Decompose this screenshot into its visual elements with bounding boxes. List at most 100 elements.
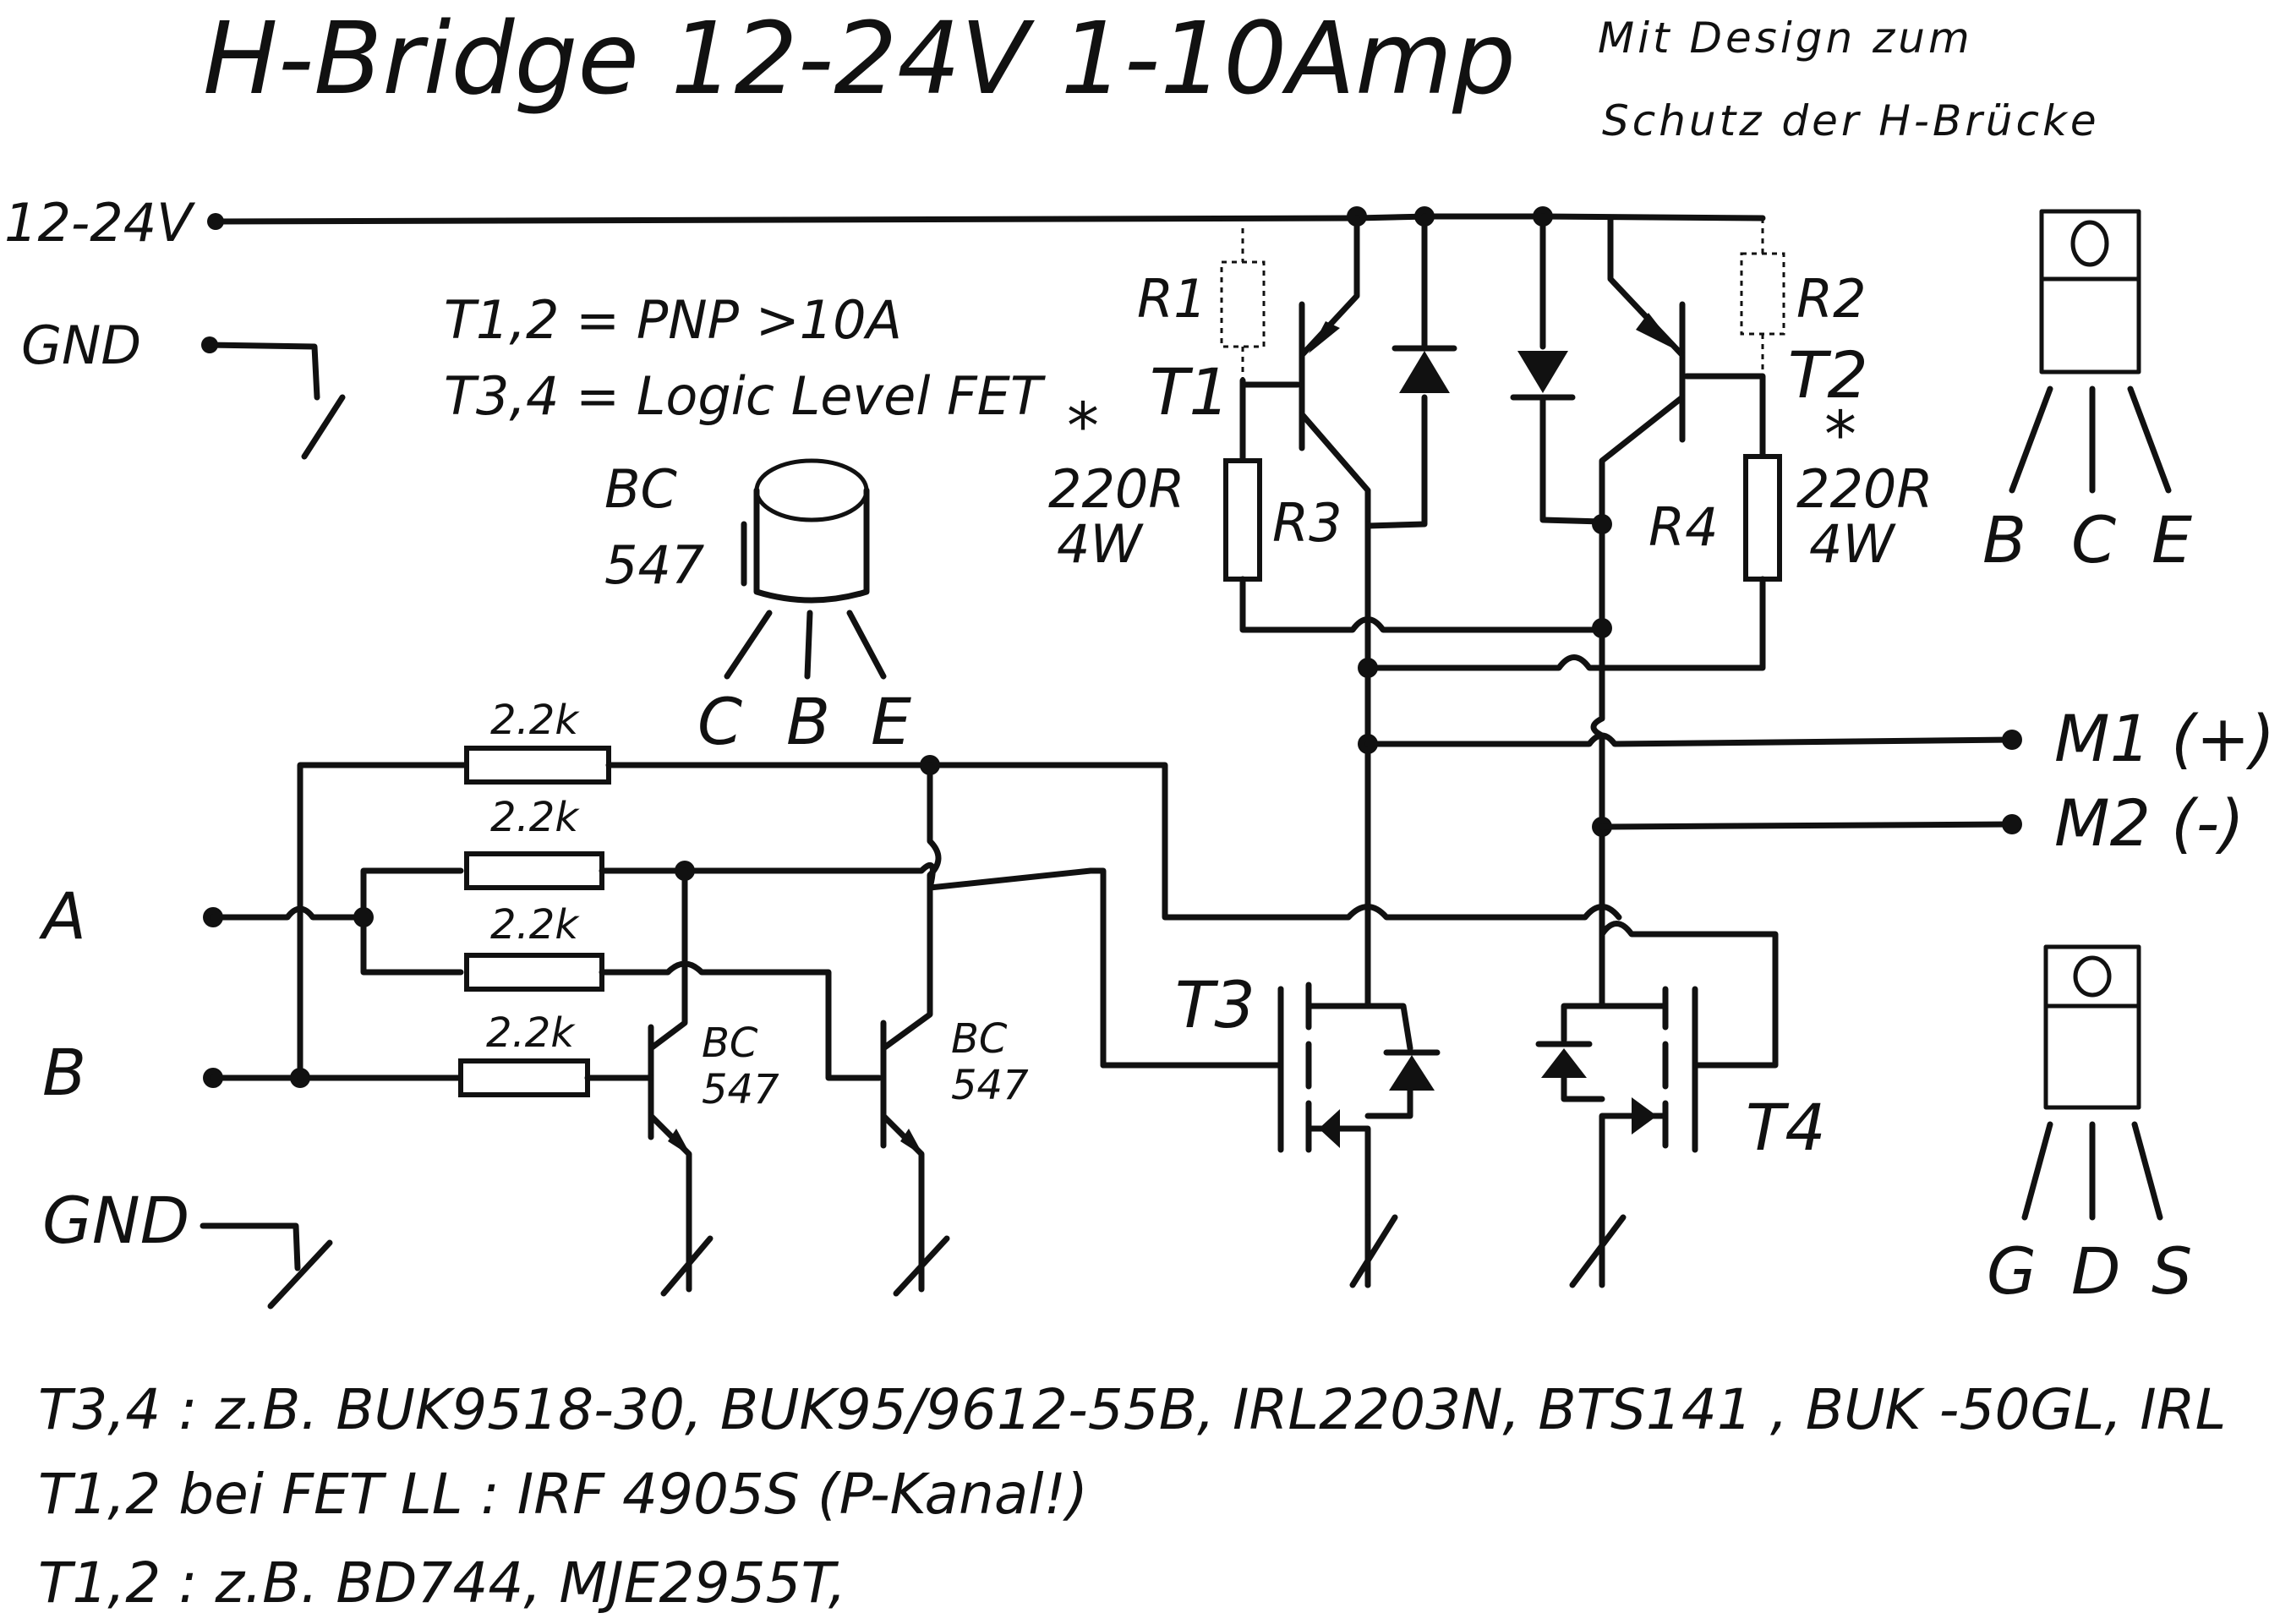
t2-collector: [1599, 394, 1686, 528]
design-note-line1: Mit Design zum: [1598, 14, 1973, 63]
t1-emitter-arrow: [1309, 321, 1340, 353]
r3-resistor: [1223, 458, 1262, 582]
t3-drive-wire: [605, 762, 1622, 921]
m2-terminal: [2002, 814, 2022, 834]
input-resistor-4-label: 2.2k: [486, 1009, 576, 1057]
footnote-1: T3,4 : z.B. BUK9518-30, BUK95/9612-55B, …: [38, 1377, 2226, 1442]
t4-label: T4: [1746, 1090, 1826, 1165]
t3-gnd: [1349, 1214, 1398, 1288]
t2-label: T2: [1788, 337, 1868, 413]
r4-resistor: [1743, 454, 1782, 582]
t1-collector: [1299, 411, 1371, 528]
to220-bjt-pins: [2009, 385, 2172, 494]
to220-bjt-pin-b: B: [1982, 502, 2026, 577]
to92-body: [741, 487, 870, 604]
t2-base-wire: [1683, 373, 1766, 460]
input-resistor-1-label: 2.2k: [490, 697, 580, 744]
d1-wire: [1364, 213, 1428, 529]
input-b-label: B: [42, 1035, 86, 1110]
bc1-name: BC: [702, 1020, 758, 1067]
m2-label: M2 (-): [2054, 785, 2244, 861]
bc2-emitter-arrow: [900, 1129, 924, 1156]
gnd-top-wire: [206, 342, 346, 460]
d2-wire: [1539, 213, 1605, 525]
r2-label: R2: [1796, 268, 1867, 330]
bc2-base-wire: [599, 960, 883, 1081]
bc2-num: 547: [951, 1062, 1029, 1109]
input-b-vertical: [297, 762, 468, 1081]
t3-source: [1305, 1087, 1413, 1288]
gnd-top-label: GND: [21, 314, 141, 376]
t3-body-diode-icon: [1389, 1055, 1435, 1091]
input-a-wire: [210, 905, 367, 921]
right-leg: [1590, 521, 1605, 916]
to92-pin-b: B: [786, 684, 830, 759]
r2-dashed-resistor: [1740, 218, 1785, 376]
t4-gnd: [1569, 1214, 1627, 1288]
r1-label: R1: [1137, 268, 1207, 330]
r4-power: 4W: [1809, 513, 1896, 575]
t2-emitter-arrow: [1636, 313, 1678, 351]
input-resistor-2-label: 2.2k: [490, 794, 580, 841]
design-note-line2: Schutz der H-Brücke: [1602, 96, 2100, 145]
r3-power: 4W: [1057, 513, 1144, 575]
d2-diode-icon: [1517, 351, 1568, 393]
to220-fet-hole: [2073, 955, 2112, 998]
to92-name: BC: [604, 458, 678, 520]
to220-fet-pin-g: G: [1987, 1233, 2037, 1309]
bc1-emitter-arrow: [668, 1129, 692, 1156]
to92-pin-e: E: [871, 684, 911, 759]
spec-t12: T1,2 = PNP >10A: [444, 289, 902, 351]
t4-body-diode-icon: [1541, 1048, 1587, 1078]
input-a-label: A: [38, 878, 86, 954]
input-resistor-3-label: 2.2k: [490, 901, 580, 949]
t1-label: T1: [1150, 354, 1230, 429]
bc1-collector: [648, 867, 688, 1052]
t4-drain: [1561, 910, 1669, 1043]
r4-to-left-leg: [1364, 576, 1766, 671]
input-a-split: [360, 867, 464, 976]
r1-dashed-resistor: [1220, 228, 1266, 380]
t4-source: [1561, 1070, 1669, 1238]
t3-source-arrow: [1319, 1109, 1340, 1148]
supply-label: 12-24V: [4, 192, 196, 254]
junction-right-3: [1592, 514, 1612, 534]
bc2-name: BC: [951, 1015, 1008, 1063]
input-resistor-1: [464, 746, 611, 785]
footnote-3: T1,2 : z.B. BD744, MJE2955T,: [38, 1550, 846, 1616]
m1-terminal: [2002, 730, 2022, 750]
to220-bjt-pin-e: E: [2152, 502, 2192, 577]
to92-num: 547: [604, 534, 704, 596]
r4-label: R4: [1648, 496, 1719, 558]
t3-drain: [1305, 910, 1413, 1052]
gnd-bottom-label: GND: [42, 1183, 189, 1258]
bc2-collector: [880, 762, 942, 1052]
input-resistor-2: [464, 851, 604, 890]
input-resistor-4: [458, 1058, 590, 1097]
to220-bjt-pin-c: C: [2071, 502, 2116, 577]
to220-fet-body: [2043, 1003, 2141, 1110]
m1-wire: [1364, 732, 2015, 747]
m1-label: M1 (+): [2054, 701, 2275, 776]
to220-fet-pins: [2021, 1121, 2163, 1221]
to220-bjt-body: [2039, 276, 2141, 375]
to220-fet-pin-s: S: [2152, 1233, 2192, 1309]
input-resistor-3: [464, 953, 604, 992]
bc1-num: 547: [702, 1066, 779, 1113]
r3-label: R3: [1272, 492, 1342, 554]
t4-gate-wire: [1599, 921, 1779, 1069]
gnd-bottom-wire: [200, 1222, 333, 1310]
supply-rail: [212, 213, 1766, 225]
to220-bjt-hole: [2070, 220, 2109, 267]
spec-t34: T3,4 = Logic Level FET: [444, 365, 1046, 427]
diagram-title: H-Bridge 12-24V 1-10Amp: [203, 0, 1516, 117]
d1-diode-icon: [1399, 351, 1450, 393]
to92-pin-c: C: [697, 684, 742, 759]
r3-to-right-leg: [1239, 576, 1605, 633]
to92-top: [754, 458, 869, 522]
to220-fet-pin-d: D: [2071, 1233, 2121, 1309]
footnote-2: T1,2 bei FET LL : IRF 4905S (P-Kanal!): [38, 1462, 1088, 1527]
m2-wire: [1599, 821, 2015, 830]
r4-value: 220R: [1796, 458, 1933, 520]
t4-source-arrow: [1632, 1097, 1657, 1135]
